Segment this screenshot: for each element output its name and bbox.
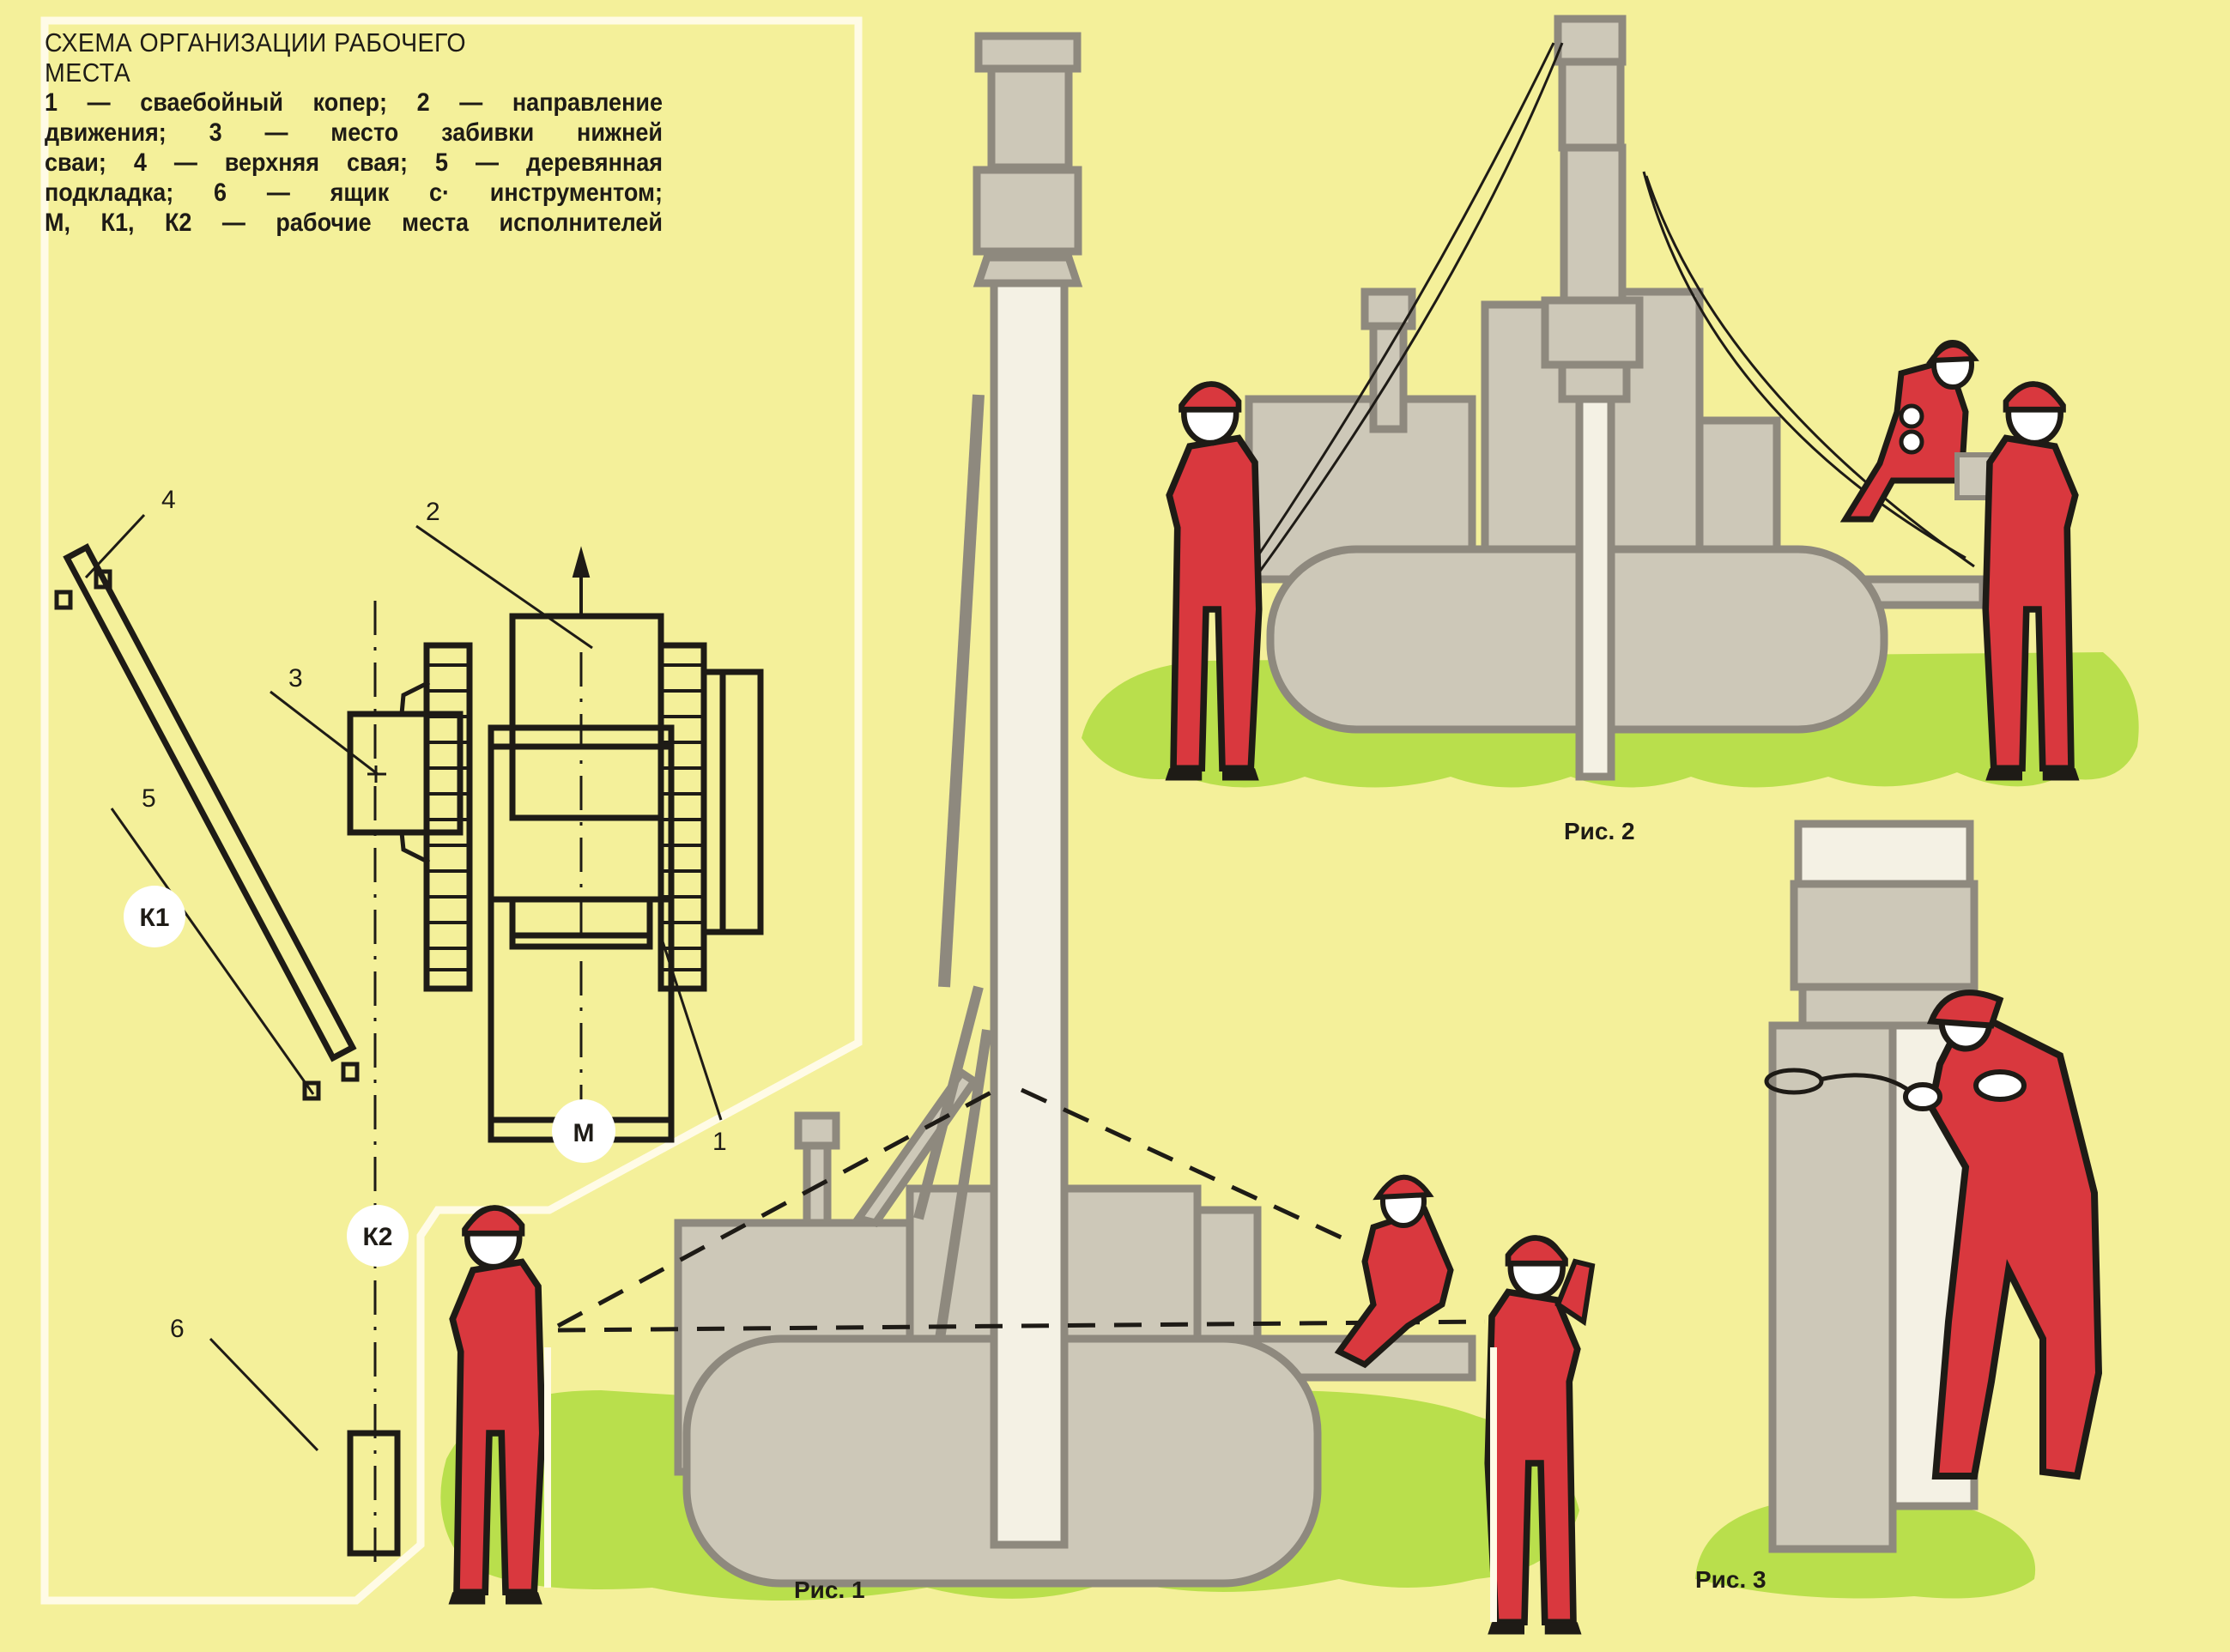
worker-operator-fig1 [1334, 1174, 1454, 1369]
figure-1-illustration [440, 32, 1596, 1635]
callout-2: 2 [426, 498, 440, 526]
scheme-legend: СХЕМА ОРГАНИЗАЦИИ РАБОЧЕГО МЕСТА 1 — сва… [45, 27, 663, 238]
leader-1 [657, 930, 723, 1121]
figure-3-illustration [1695, 820, 2103, 1599]
callout-1: 1 [712, 1128, 727, 1156]
legend-description: 1 — сваебойный копер; 2 — направление дв… [45, 88, 663, 238]
scheme-panel-border [40, 16, 863, 1605]
figure-2-illustration [1082, 15, 2139, 788]
legend-line: подкладка; 6 — ящик с· инструментом; [45, 179, 663, 207]
workplace-badge-m: М [552, 1099, 615, 1163]
callout-4: 4 [161, 486, 176, 514]
legend-line: сваи; 4 — верхняя свая; 5 — деревянная [45, 148, 663, 177]
wood-pad-top-a [54, 590, 73, 610]
workplace-badge-k2: К2 [347, 1205, 409, 1267]
legend-title: СХЕМА ОРГАНИЗАЦИИ РАБОЧЕГО МЕСТА [45, 27, 613, 88]
workplace-badge-k1: К1 [124, 886, 185, 947]
svg-text:К2: К2 [363, 1223, 393, 1251]
pile-driver-mast-fig1 [938, 32, 1083, 1549]
direction-arrowhead [572, 546, 591, 578]
leader-5 [110, 808, 315, 1095]
worker-operator-fig2 [1839, 340, 2003, 523]
figure-3-caption: Рис. 3 [1695, 1566, 1766, 1593]
callout-6: 6 [170, 1315, 185, 1343]
figure-2-caption: Рис. 2 [1564, 818, 1635, 844]
svg-text:М: М [573, 1119, 595, 1147]
legend-title-line-2: МЕСТА [45, 57, 131, 88]
wood-pad-top-b [94, 569, 112, 590]
wood-pad-bottom-b [341, 1062, 360, 1082]
leader-2 [415, 524, 593, 650]
leader-6 [209, 1337, 319, 1452]
legend-title-line-1: СХЕМА ОРГАНИЗАЦИИ РАБОЧЕГО [45, 27, 466, 57]
legend-line: 1 — сваебойный копер; 2 — направление [45, 88, 663, 117]
wood-pad-bottom-a [302, 1080, 321, 1101]
upper-pile [63, 543, 357, 1062]
callout-3: 3 [288, 664, 303, 693]
leader-3 [270, 690, 379, 776]
leader-4 [84, 513, 146, 579]
pile-driver-plan [347, 546, 764, 1154]
worker-fig3 [1903, 989, 2103, 1480]
svg-text:К1: К1 [140, 904, 170, 932]
tool-box [347, 1430, 401, 1557]
raised-arm-right [1554, 1258, 1596, 1327]
figure-1-caption: Рис. 1 [794, 1576, 865, 1603]
callout-5: 5 [142, 784, 156, 813]
legend-line: М, К1, К2 — рабочие места исполнителей [45, 209, 663, 237]
legend-line: движения; 3 — место забивки нижней [45, 118, 663, 147]
